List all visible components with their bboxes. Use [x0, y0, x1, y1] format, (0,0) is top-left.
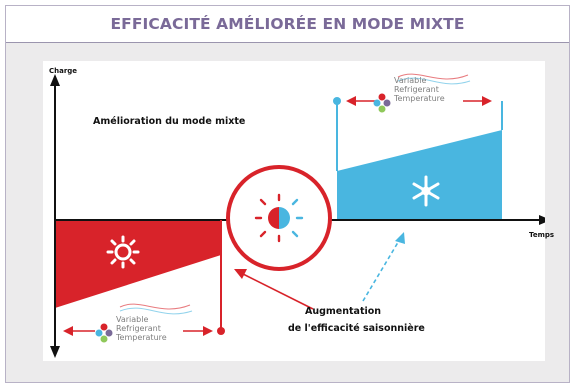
vrt-label-top: Variable Refrigerant Temperature: [394, 76, 445, 103]
x-axis-label: Temps: [529, 231, 555, 239]
diagram-panel: Charge Temps Amélioration du mode mixte …: [43, 61, 554, 361]
header-bar: EFFICACITÉ AMÉLIORÉE EN MODE MIXTE: [6, 6, 569, 43]
x-axis-arrow: [539, 215, 545, 225]
heating-area: [55, 220, 221, 308]
efficiency-annotation: Augmentation de l'efficacité saisonnière: [288, 306, 425, 334]
mixed-mode-improvement-label: Amélioration du mode mixte: [93, 116, 246, 127]
vrt-logo-icon: [95, 303, 193, 343]
y-axis-arrow-up: [50, 74, 60, 86]
efficiency-callout-arrows: [234, 232, 405, 310]
page-title: EFFICACITÉ AMÉLIORÉE EN MODE MIXTE: [110, 15, 465, 33]
y-axis-label: Charge: [49, 67, 78, 75]
mixed-mode-icon: [254, 193, 304, 243]
cooling-start-dot: [333, 97, 341, 105]
snowflake-icon: [412, 175, 440, 207]
sun-icon: [106, 235, 140, 269]
y-axis-arrow-down: [50, 346, 60, 358]
heating-end-dot: [217, 327, 225, 335]
vrt-label-bottom: Variable Refrigerant Temperature: [116, 315, 167, 342]
infographic-frame: EFFICACITÉ AMÉLIORÉE EN MODE MIXTE: [5, 5, 570, 383]
cooling-area: [337, 130, 502, 220]
vrt-logo-icon: [373, 73, 471, 113]
mixed-mode-diagram: [50, 73, 545, 358]
